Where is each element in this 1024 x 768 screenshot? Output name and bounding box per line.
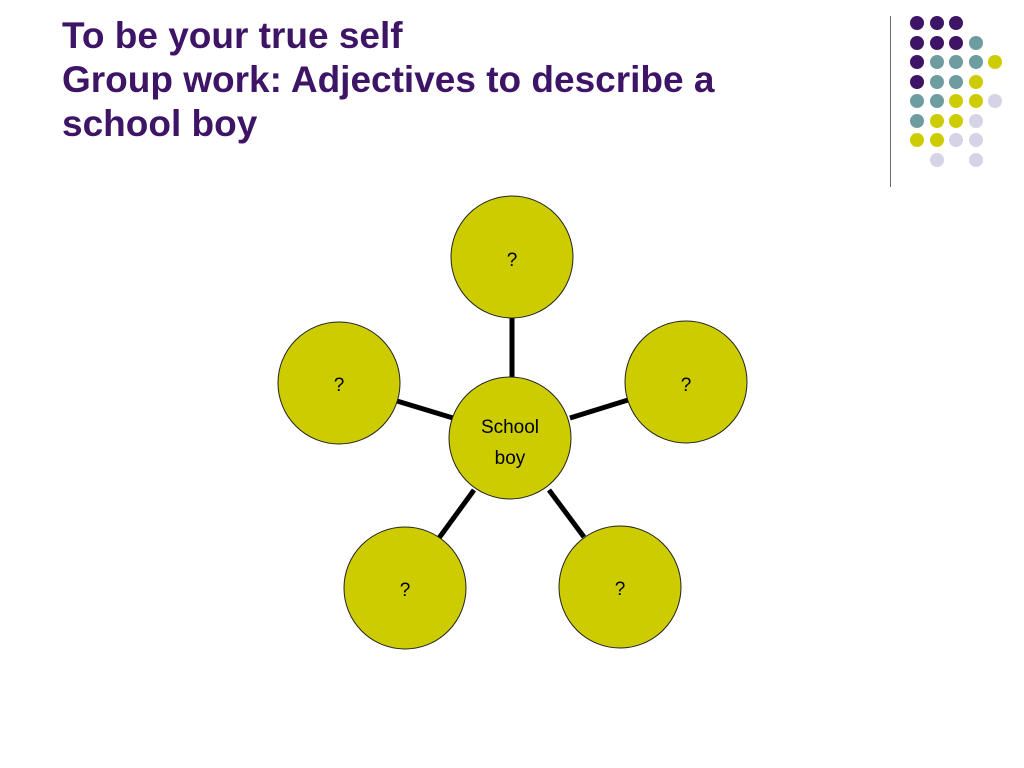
node-center-circle [448,376,572,500]
node-top-circle [450,195,574,319]
title-line-3: school boy [62,103,258,144]
node-top: ? [450,195,574,319]
title-line-1: To be your true self [62,15,403,56]
title-line-2: Group work: Adjectives to describe a [62,59,715,100]
node-left-circle [277,321,401,445]
node-right-label: ? [681,375,692,396]
node-left-label: ? [334,375,345,396]
node-top-label: ? [507,250,518,271]
node-center: School boy [448,376,572,500]
node-bottom-left: ? [343,526,467,650]
node-bottom-right-circle [558,525,682,649]
title-divider [890,16,891,187]
node-bottom-left-label: ? [400,580,411,601]
connector-right [569,397,629,421]
slide-title: To be your true self Group work: Adjecti… [62,14,882,146]
node-bottom-left-circle [343,526,467,650]
connector-bottom-right [546,488,587,539]
node-bottom-right-label: ? [615,579,626,600]
connector-lines [396,317,629,540]
node-left: ? [277,321,401,445]
node-center-label-line-2: boy [495,448,526,469]
node-center-label-line-1: School [481,417,539,438]
node-right-circle [624,320,748,444]
connector-bottom-left [436,488,477,540]
node-right: ? [624,320,748,444]
node-bottom-right: ? [558,525,682,649]
connector-left [396,398,454,421]
